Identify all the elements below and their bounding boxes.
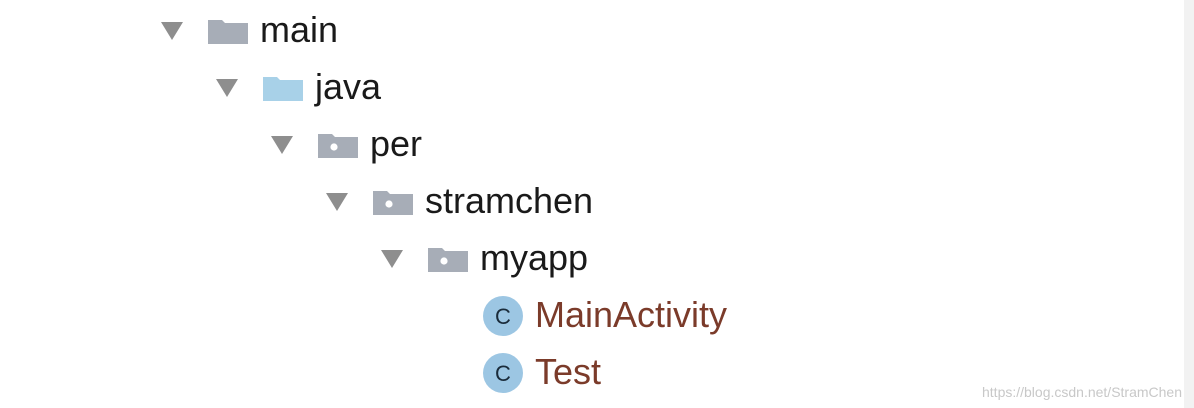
tree-item-label: MainActivity [535,294,728,335]
tree-item-label: java [315,66,382,107]
expand-arrow-icon[interactable] [268,130,296,160]
expand-arrow-icon[interactable] [378,244,406,274]
tree-item-java[interactable]: java [213,63,381,113]
expand-arrow-icon[interactable] [158,16,186,46]
tree-item-myapp[interactable]: myapp [378,234,588,284]
tree-item-stramchen[interactable]: stramchen [323,177,593,227]
tree-item-label: per [370,123,423,164]
class-icon-letter: C [495,361,511,386]
scrollbar[interactable] [1184,0,1194,408]
package-icon [426,244,470,274]
source-folder-icon [261,73,305,103]
package-icon [316,130,360,160]
class-icon-letter: C [495,304,511,329]
tree-item-label: Test [535,351,602,392]
tree-item-mainactivity[interactable]: C MainActivity [433,291,727,341]
tree-item-label: stramchen [425,180,594,221]
class-icon: C [481,351,525,395]
class-icon: C [481,294,525,338]
tree-item-main[interactable]: main [158,6,338,56]
watermark-text: https://blog.csdn.net/StramChen [982,384,1182,400]
tree-item-per[interactable]: per [268,120,422,170]
package-icon [371,187,415,217]
tree-item-test[interactable]: C Test [433,348,601,398]
expand-arrow-icon[interactable] [213,73,241,103]
expand-arrow-icon[interactable] [323,187,351,217]
tree-item-label: myapp [480,237,589,278]
tree-item-label: main [260,9,339,50]
folder-icon [206,16,250,46]
